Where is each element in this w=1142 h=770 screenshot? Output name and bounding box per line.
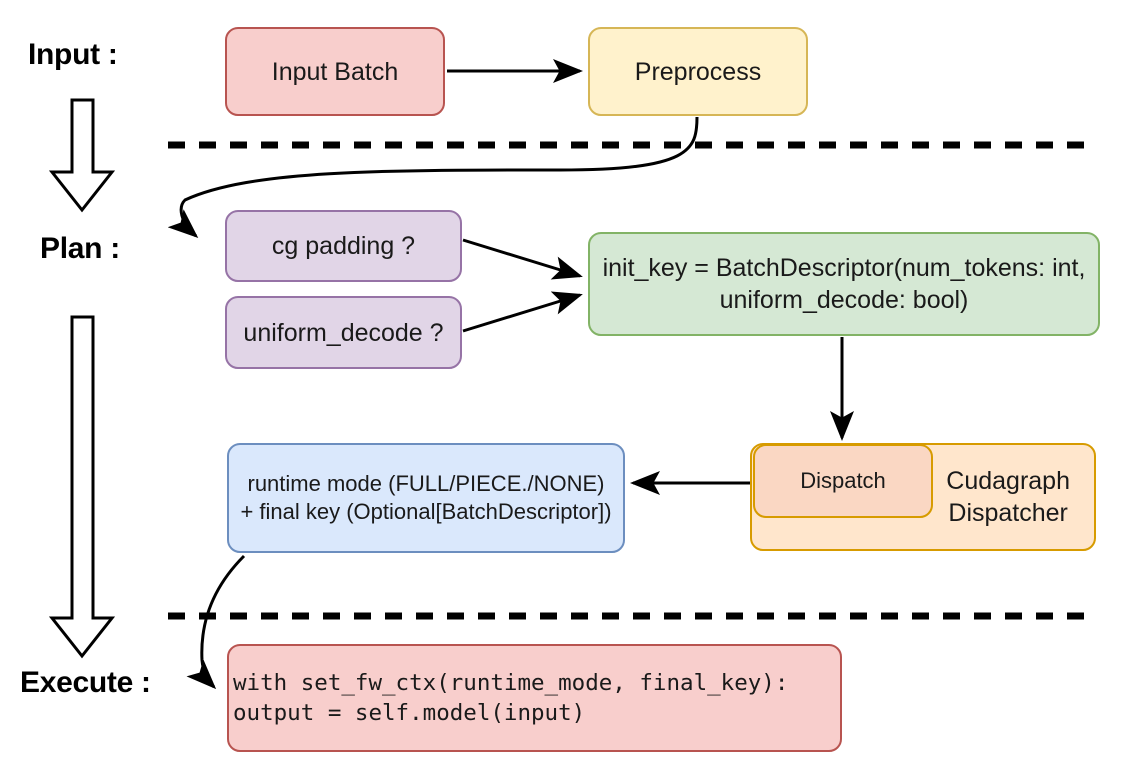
node-init-key[interactable]: init_key = BatchDescriptor(num_tokens: i… [588,232,1100,336]
edge-cg-padding-to-init-key [462,238,583,280]
edge-uniform-decode-to-init-key [462,291,583,333]
node-dispatch[interactable]: Dispatch [753,444,933,518]
stage-label-plan: Plan : [40,232,120,265]
node-input-batch[interactable]: Input Batch [225,27,445,116]
node-execute-code[interactable]: with set_fw_ctx(runtime_mode, final_key)… [227,644,842,752]
stage-label-input: Input : [28,38,118,71]
node-cg-padding[interactable]: cg padding ? [225,210,462,282]
stage-label-execute: Execute : [20,666,151,699]
stage-arrow-plan-to-execute [48,315,116,659]
node-runtime-mode[interactable]: runtime mode (FULL/PIECE./NONE) + final … [227,443,625,553]
node-uniform-decode[interactable]: uniform_decode ? [225,296,462,369]
stage-arrow-input-to-plan [48,98,116,213]
node-preprocess[interactable]: Preprocess [588,27,808,116]
